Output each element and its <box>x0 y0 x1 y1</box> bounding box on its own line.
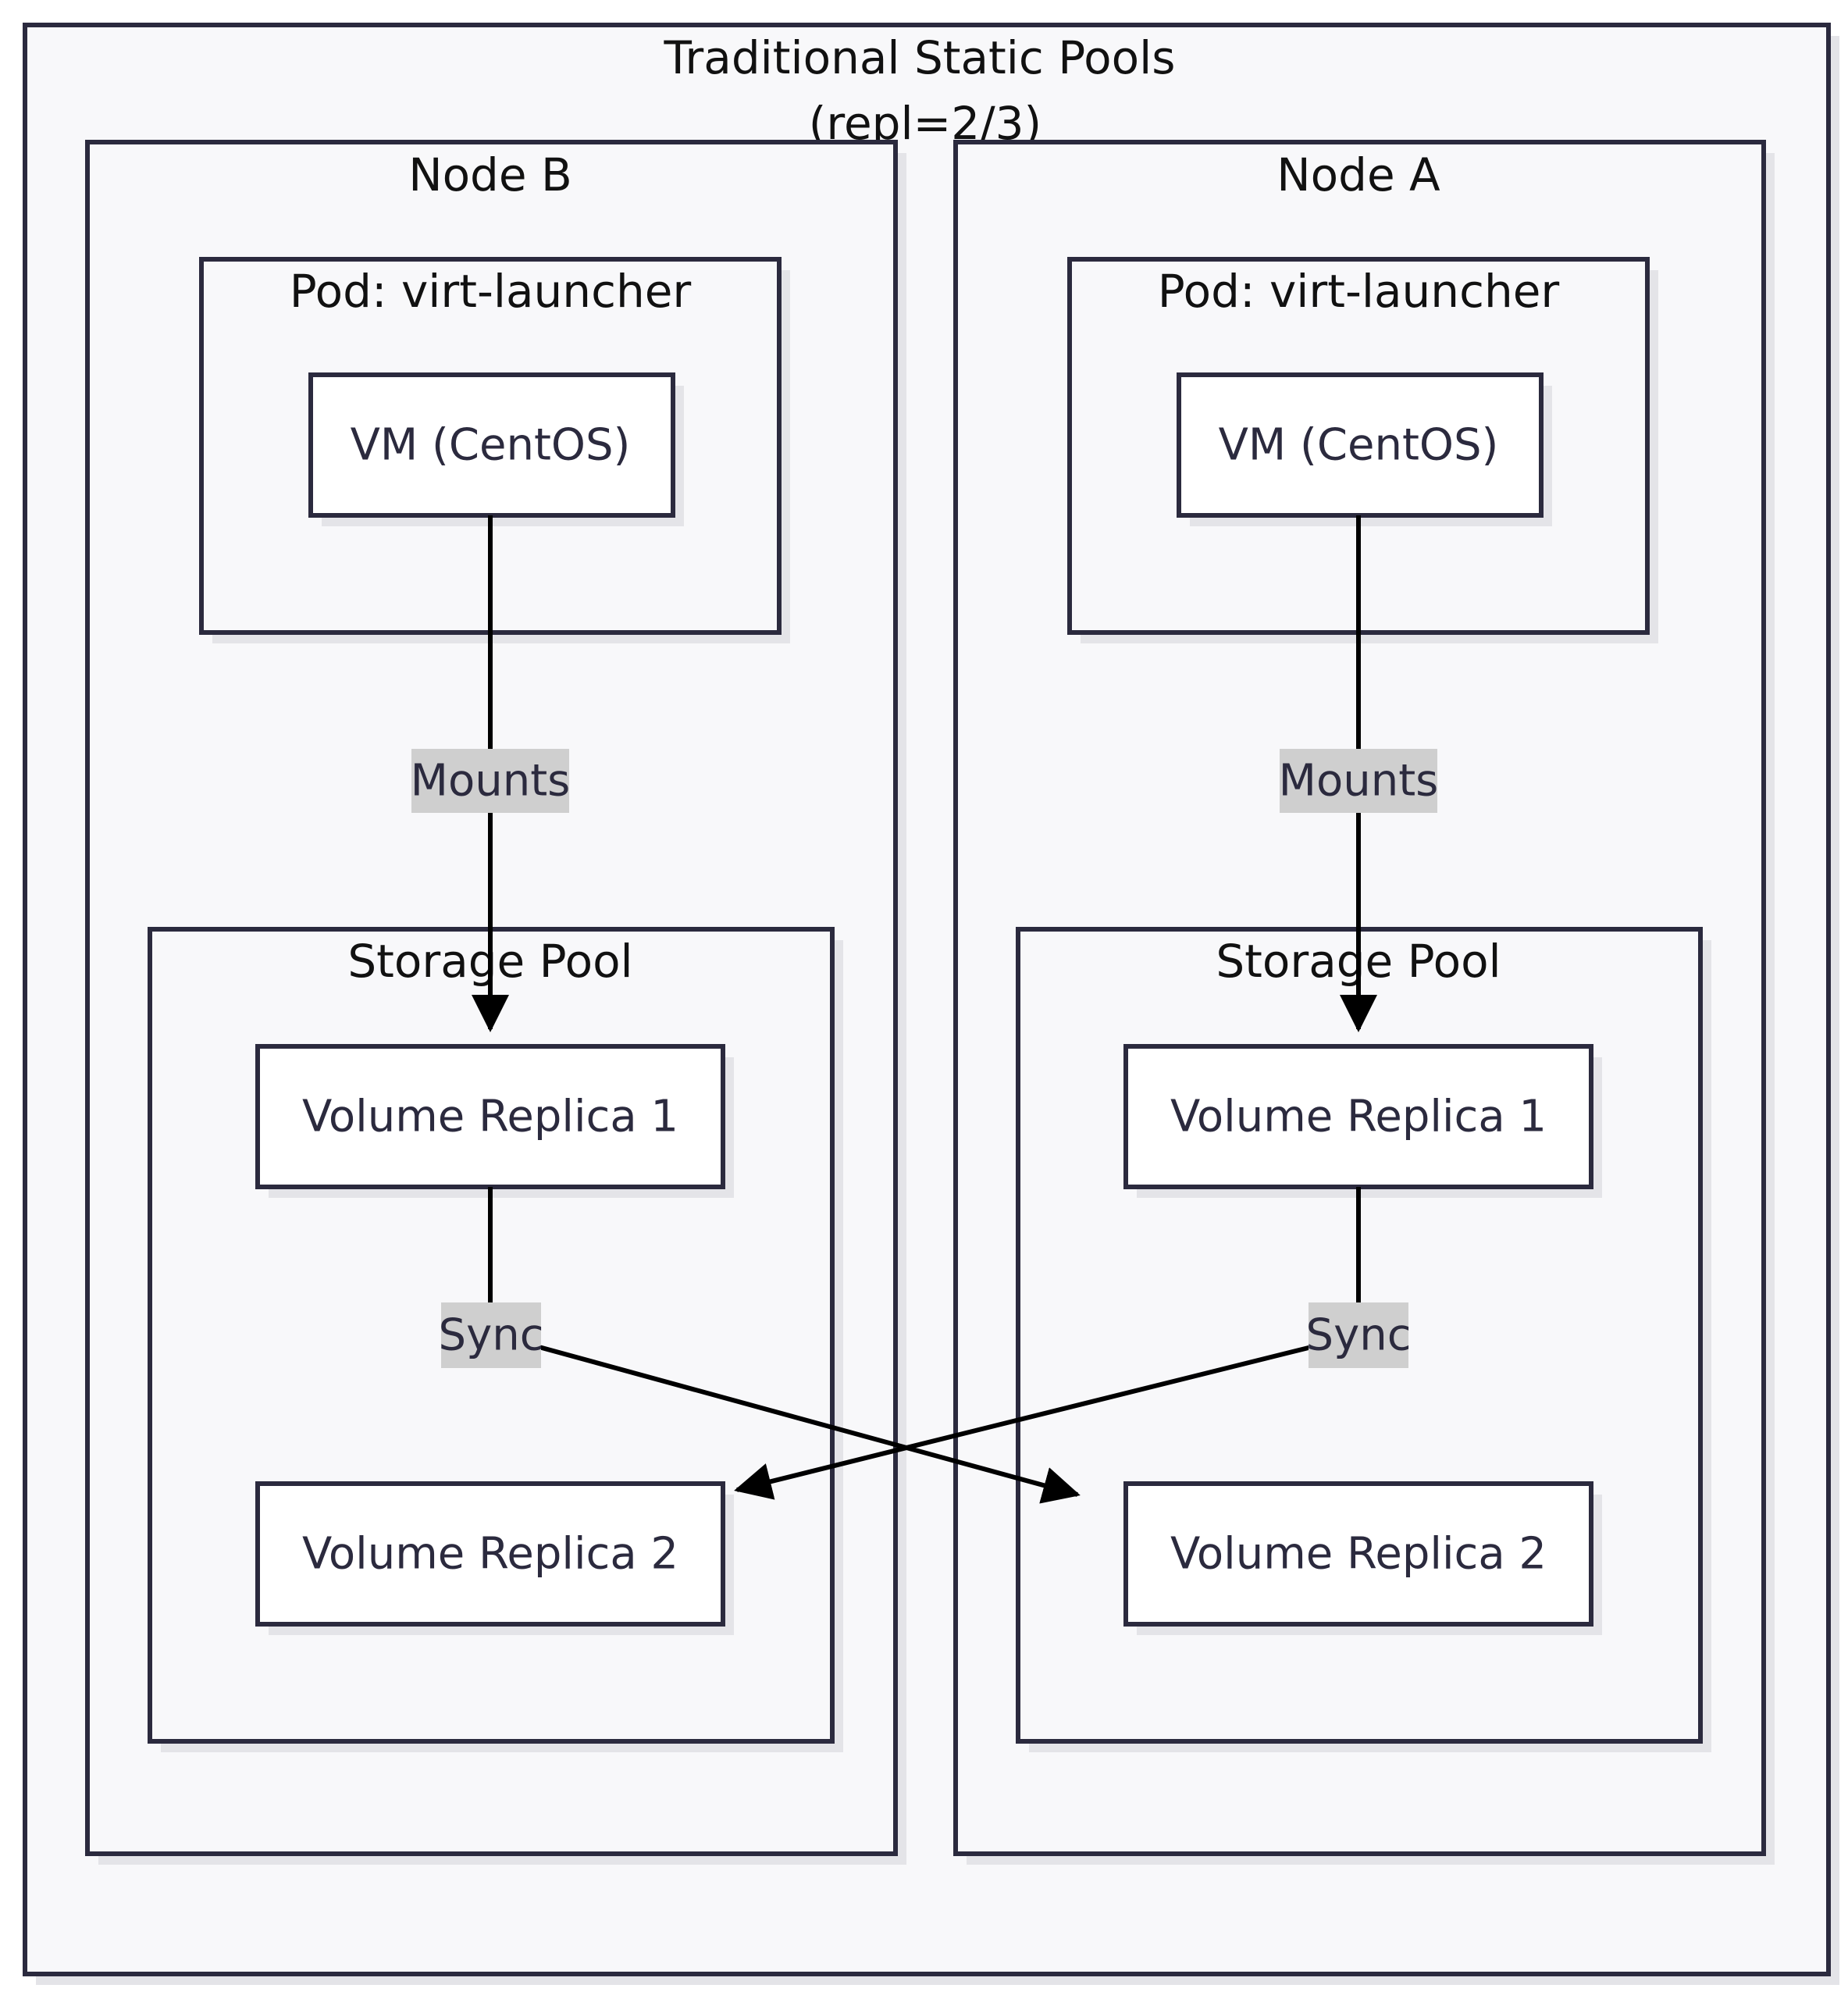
edge-mounts-b: Mounts <box>411 515 571 1032</box>
edge-sync-a-label-group: Sync <box>1306 1302 1412 1368</box>
pod-a-title: Pod: virt-launcher <box>1158 265 1560 318</box>
node-b-title: Node B <box>408 148 572 201</box>
cluster-node-b: Node B Pod: virt-launcher VM (CentOS) St… <box>85 140 906 1865</box>
vm-a-node[interactable] <box>1177 372 1544 518</box>
edge-sync-b-label-group: Sync <box>439 1302 544 1368</box>
mounts-b-label: Mounts <box>411 756 571 807</box>
sync-a-label: Sync <box>1306 1310 1412 1361</box>
volume-replica-2-b-label: Volume Replica 2 <box>302 1529 678 1580</box>
pod-b-title: Pod: virt-launcher <box>290 265 692 318</box>
node-a-title: Node A <box>1277 148 1440 201</box>
volume-replica-1-b-label: Volume Replica 1 <box>302 1092 678 1142</box>
volume-replica-2-a-node[interactable] <box>1123 1481 1593 1627</box>
volume-replica-2-a-label: Volume Replica 2 <box>1170 1529 1547 1580</box>
vm-a-label: VM (CentOS) <box>1219 420 1499 471</box>
volume-replica-1-a-node[interactable] <box>1123 1044 1593 1189</box>
cluster-node-a: Node A Pod: virt-launcher VM (CentOS) St… <box>953 140 1775 1865</box>
mounts-a-label: Mounts <box>1279 756 1439 807</box>
volume-replica-2-b-node[interactable] <box>255 1481 725 1627</box>
outer-title-line1: Traditional Static Pools <box>664 31 1176 84</box>
volume-replica-1-b-node[interactable] <box>255 1044 725 1189</box>
volume-replica-1-a-label: Volume Replica 1 <box>1170 1092 1547 1142</box>
vm-b-node[interactable] <box>308 372 675 518</box>
sync-b-label: Sync <box>439 1310 544 1361</box>
edge-mounts-a: Mounts <box>1279 515 1439 1032</box>
vm-b-label: VM (CentOS) <box>351 420 631 471</box>
